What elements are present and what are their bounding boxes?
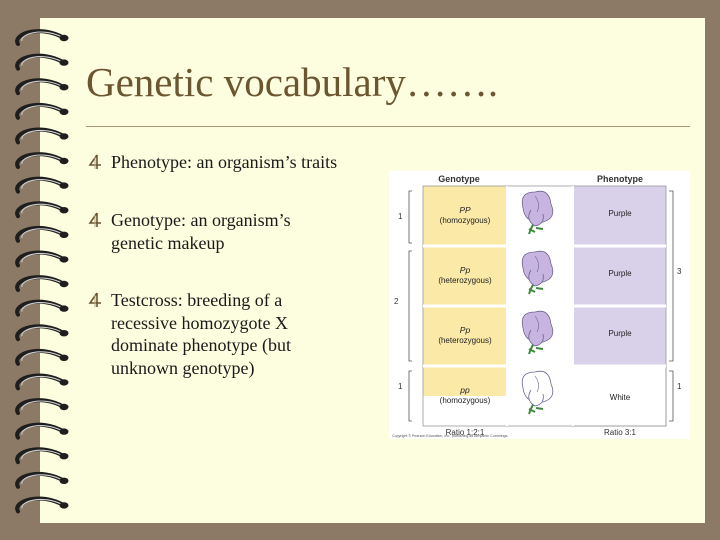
right-count: 3 [677, 267, 682, 276]
binding-ring [15, 225, 69, 243]
phenotype-purple-column [573, 186, 666, 366]
phenotype-header: Phenotype [597, 174, 643, 184]
left-brackets [408, 190, 412, 422]
zygosity-label: (heterozygous) [438, 336, 492, 345]
genotype-header: Genotype [438, 174, 480, 184]
slide-title: Genetic vocabulary……. [86, 59, 499, 105]
binding-ring [15, 250, 69, 268]
figure-graphic: Genotype Phenotype PP(homozygous)PurpleP… [392, 174, 682, 438]
pea-flower-icon [521, 250, 554, 295]
binding-ring [15, 78, 69, 96]
binding-ring [15, 152, 69, 169]
zygosity-label: (homozygous) [440, 216, 491, 225]
binding-ring [15, 29, 69, 46]
binding-ring [15, 373, 69, 391]
bullet-marker-icon [88, 212, 101, 227]
phenotype-label: Purple [608, 209, 632, 218]
pea-flower-icon [521, 370, 554, 415]
binding-ring [15, 422, 69, 440]
zygosity-label: (homozygous) [440, 396, 491, 405]
phenotype-label: Purple [608, 329, 632, 338]
left-count: 2 [394, 297, 399, 306]
left-count: 1 [398, 212, 403, 221]
binding-ring [15, 348, 69, 366]
genotype-label: pp [459, 385, 470, 395]
genotype-label: Pp [460, 325, 471, 335]
genotype-label: Pp [460, 265, 471, 275]
binding-ring [15, 176, 69, 194]
bullet-marker-icon [88, 154, 101, 169]
left-count: 1 [398, 382, 403, 391]
right-count: 1 [677, 382, 682, 391]
phenotype-ratio: Ratio 3:1 [604, 428, 637, 437]
pea-flower-icon [521, 310, 554, 355]
binding-ring [15, 398, 69, 415]
genotype-ratio: Ratio 1:2:1 [446, 428, 485, 437]
binding-ring [15, 201, 69, 219]
title-divider [86, 126, 690, 127]
phenotype-label: White [610, 393, 631, 402]
bullet-text: Phenotype: an organism’s traits [111, 152, 338, 172]
bullet-text: Testcross: breeding of a recessive homoz… [111, 290, 291, 378]
bullet-text: Genotype: an organism’s genetic makeup [111, 210, 291, 253]
copyright-text: Copyright © Pearson Education, Inc., pub… [392, 434, 508, 438]
phenotype-label: Purple [608, 269, 632, 278]
binding-ring [15, 299, 69, 317]
bullet-marker-icon [88, 292, 101, 307]
binding-ring [15, 447, 69, 465]
binding-ring [15, 53, 69, 71]
right-brackets [669, 190, 674, 422]
spiral-binding [15, 29, 69, 514]
zygosity-label: (heterozygous) [438, 276, 492, 285]
pea-flower-icon [521, 190, 554, 235]
binding-ring [15, 324, 69, 342]
binding-ring [15, 496, 69, 514]
genotype-label: PP [459, 205, 471, 215]
binding-ring [15, 275, 69, 292]
binding-ring [15, 127, 69, 145]
genotype-column [423, 186, 507, 396]
binding-ring [15, 102, 69, 120]
binding-ring [15, 471, 69, 489]
